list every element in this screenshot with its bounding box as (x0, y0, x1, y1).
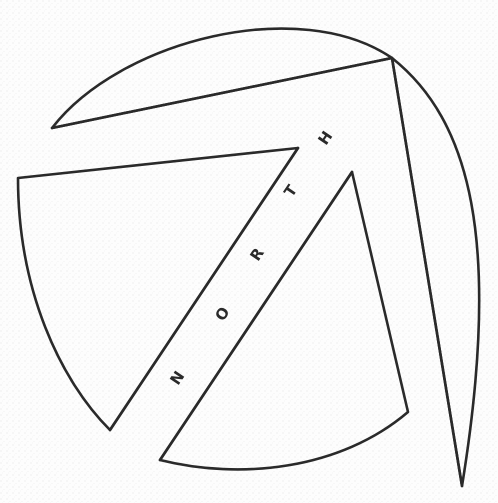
north-arrow-logo: N O R T H (0, 0, 498, 503)
north-arrow-icon: N O R T H (0, 0, 498, 503)
